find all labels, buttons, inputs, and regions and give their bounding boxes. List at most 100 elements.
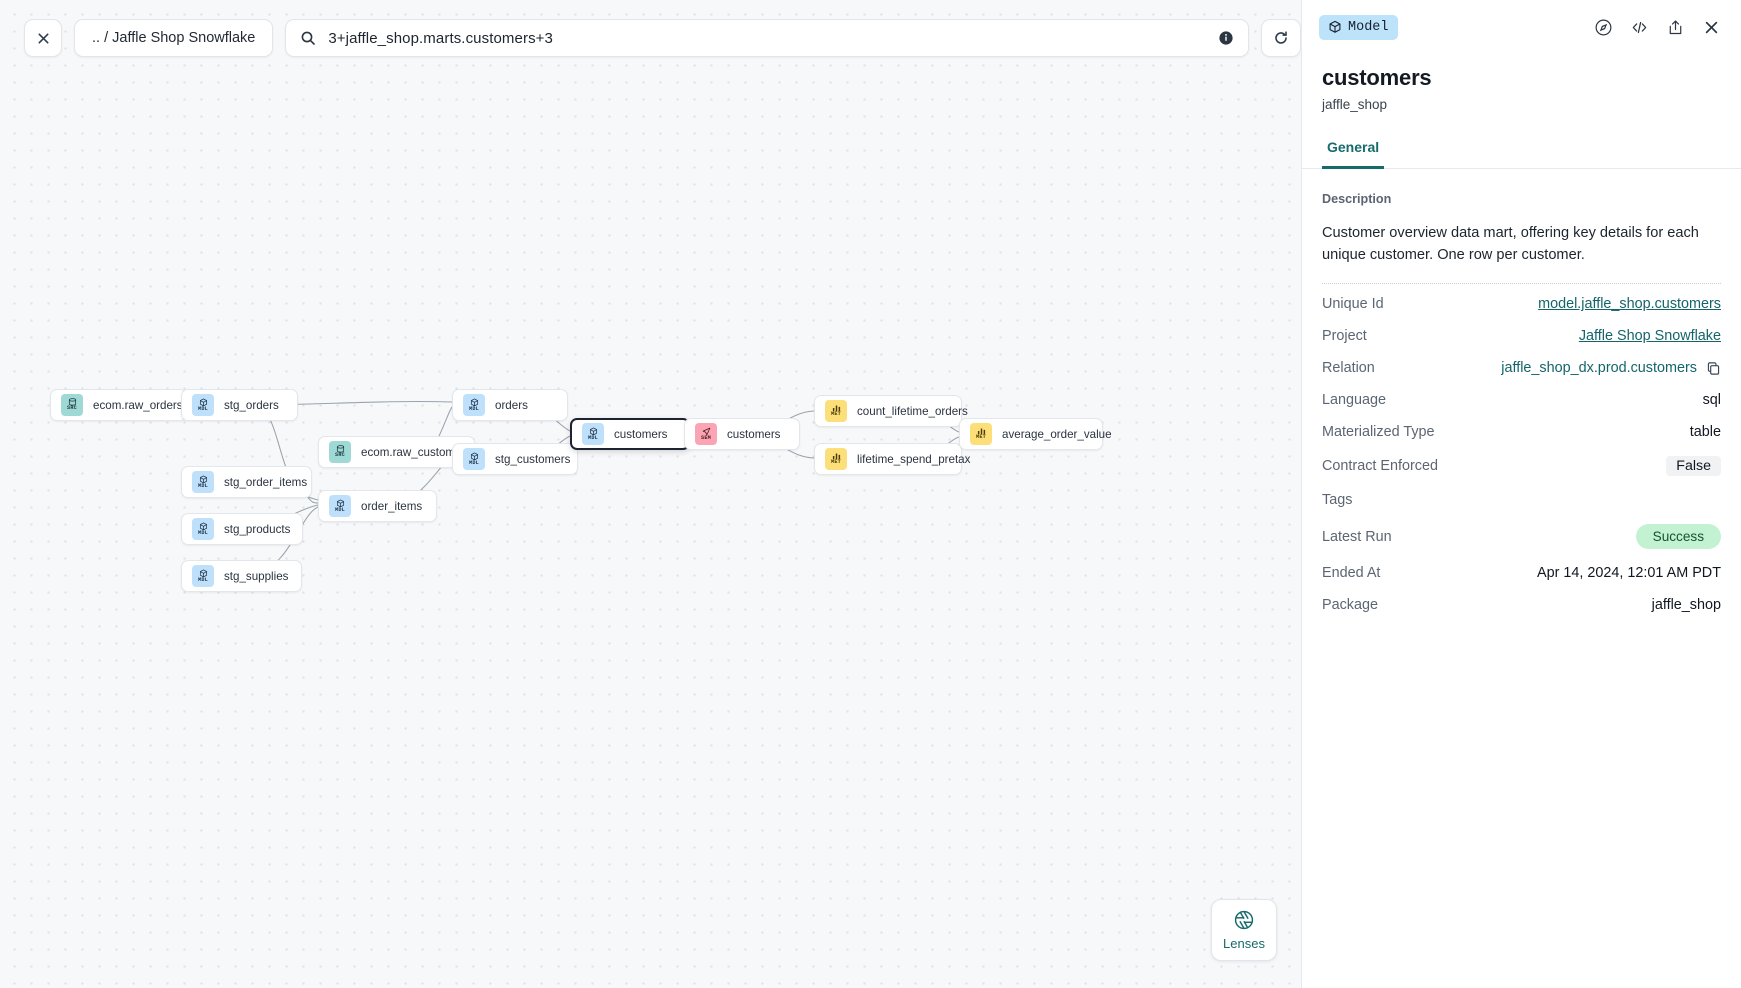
detail-row: Package jaffle_shop [1322,589,1721,621]
sem-badge-icon: SEM [695,423,717,445]
detail-row-value-wrap: table [1690,424,1721,440]
search-input[interactable]: 3+jaffle_shop.marts.customers+3 [285,19,1250,57]
breadcrumb[interactable]: .. / Jaffle Shop Snowflake [74,19,274,57]
detail-row: Tags [1322,484,1721,516]
detail-row-value: jaffle_shop [1651,597,1721,614]
close-graph-button[interactable] [24,19,62,57]
status-badge: False [1666,456,1721,477]
graph-node-ecom_raw_orders[interactable]: SRC ecom.raw_orders [50,389,187,421]
graph-node-label: stg_order_items [224,475,308,489]
description-label: Description [1322,192,1392,206]
detail-row-value: Apr 14, 2024, 12:01 AM PDT [1537,565,1721,582]
detail-row-value-wrap: sql [1703,392,1721,408]
mdl-badge-icon: MDL [582,423,604,445]
description-text: Customer overview data mart, offering ke… [1322,225,1699,264]
graph-node-label: ecom.raw_orders [93,398,183,412]
graph-node-stg_order_items[interactable]: MDL stg_order_items [181,466,312,498]
detail-row-key: Project [1322,328,1367,345]
code-icon [1632,21,1646,33]
page-title: customers [1322,65,1432,90]
detail-row-value-wrap: Apr 14, 2024, 12:01 AM PDT [1537,565,1721,581]
detail-row: Relation jaffle_shop_dx.prod.customers [1322,352,1721,384]
divider [1322,283,1721,285]
mdl-badge-icon: MDL [192,565,214,587]
detail-row-value-wrap: False [1666,456,1721,477]
detail-row-value-wrap: jaffle_shop_dx.prod.customers [1501,360,1721,376]
compass-icon [1595,19,1611,35]
aperture-icon [1234,910,1254,930]
close-icon [37,32,49,44]
detail-row-key: Contract Enforced [1322,458,1438,475]
copy-icon[interactable] [1706,361,1721,376]
close-icon [1705,21,1717,33]
graph-node-label: lifetime_spend_pretax [857,452,971,466]
refresh-icon [1275,31,1288,44]
details-panel: Model [1301,0,1741,988]
detail-row-link[interactable]: model.jaffle_shop.customers [1538,296,1721,313]
detail-row-link[interactable]: Jaffle Shop Snowflake [1578,328,1721,345]
lineage-canvas[interactable]: .. / Jaffle Shop Snowflake 3+jaffle_shop… [0,0,1301,988]
mdl-badge-icon: MDL [192,394,214,416]
graph-node-lifetime_spend_pretax[interactable]: MET lifetime_spend_pretax [814,443,970,475]
close-panel-button[interactable] [1698,14,1724,40]
page-subtitle: jaffle_shop [1322,97,1388,112]
src-badge-icon: SRC [61,394,83,416]
node-type-label: Model [1348,19,1389,35]
lenses-button[interactable]: Lenses [1211,899,1277,961]
detail-row: Contract Enforced False [1322,448,1721,484]
share-icon [1669,19,1681,34]
graph-node-label: stg_customers [495,452,571,466]
met-badge-icon: MET [970,423,992,445]
detail-row-value: jaffle_shop_dx.prod.customers [1501,360,1697,377]
met-badge-icon: MET [825,400,847,422]
breadcrumb-label: .. / Jaffle Shop Snowflake [92,30,256,46]
detail-row: Language sql [1322,384,1721,416]
mdl-badge-icon: MDL [192,471,214,493]
panel-header: customers jaffle_shop [1302,54,1741,112]
detail-row-key: Relation [1322,360,1375,377]
graph-node-stg_orders[interactable]: MDL stg_orders [181,389,298,421]
panel-toolbar: Model [1302,0,1741,54]
panel-content: Description Customer overview data mart,… [1302,169,1741,988]
detail-row-value-wrap: Success [1635,524,1721,550]
detail-row-key: Unique Id [1322,296,1384,313]
graph-node-label: orders [495,398,528,412]
graph-node-orders[interactable]: MDL orders [452,389,568,421]
share-button[interactable] [1662,14,1688,40]
graph-node-label: stg_orders [224,398,279,412]
detail-row-value-wrap: model.jaffle_shop.customers [1538,296,1721,312]
graph-node-label: customers [727,427,781,441]
detail-row-key: Package [1322,597,1379,614]
graph-node-label: order_items [361,499,423,513]
detail-row-value: sql [1702,392,1721,409]
lenses-label: Lenses [1223,936,1265,951]
mdl-badge-icon: MDL [463,394,485,416]
detail-row-value: table [1689,424,1721,441]
detail-row: Project Jaffle Shop Snowflake [1322,320,1721,352]
graph-node-customers_semantic[interactable]: SEM customers [684,418,800,450]
view-code-button[interactable] [1626,14,1652,40]
graph-node-label: stg_products [224,522,291,536]
search-value: 3+jaffle_shop.marts.customers+3 [328,29,553,47]
detail-row-key: Tags [1322,492,1353,509]
explore-button[interactable] [1590,14,1616,40]
met-badge-icon: MET [825,448,847,470]
detail-row-value-wrap: Jaffle Shop Snowflake [1579,328,1721,344]
tab-general[interactable]: General [1322,139,1385,169]
refresh-button[interactable] [1261,19,1301,57]
info-icon[interactable] [1218,30,1234,46]
detail-row: Unique Id model.jaffle_shop.customers [1322,288,1721,320]
detail-row-key: Language [1322,392,1387,409]
node-type-chip[interactable]: Model [1319,14,1398,40]
